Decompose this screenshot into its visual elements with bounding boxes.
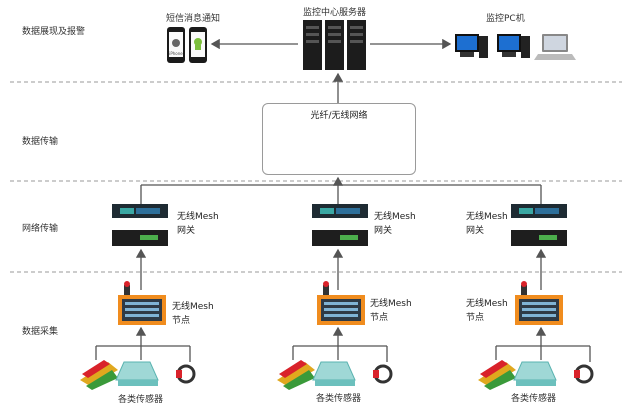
gateway-label-2: 无线Mesh 网关 — [374, 210, 416, 238]
node-label-1: 无线Mesh 节点 — [172, 300, 214, 328]
node-icon-3 — [515, 281, 563, 325]
sms-notification-label: 短信消息通知 — [166, 14, 221, 24]
row-label-display-alarm: 数据展现及报警 — [22, 27, 86, 37]
row-label-data-transmission: 数据传输 — [22, 137, 59, 147]
gateway-label-1-line2: 网关 — [177, 226, 196, 236]
sensor-links-2 — [292, 326, 388, 362]
sensors-label-1: 各类传感器 — [118, 395, 164, 405]
transport-network-box: 光纤/无线网络 — [262, 103, 416, 175]
phones-icon — [167, 27, 207, 63]
node-label-2-line2: 节点 — [370, 313, 389, 323]
gateway-label-1-line1: 无线Mesh — [177, 212, 219, 222]
row-label-network-transmission: 网络传输 — [22, 224, 59, 234]
gateway-label-3-line1: 无线Mesh — [466, 212, 508, 222]
gateway-label-1: 无线Mesh 网关 — [177, 210, 219, 238]
gateway-label-2-line1: 无线Mesh — [374, 212, 416, 222]
gateway-label-3-line2: 网关 — [466, 226, 485, 236]
gateway-icon-1 — [112, 204, 168, 246]
node-label-2-line1: 无线Mesh — [370, 299, 412, 309]
pc-label: 监控PC机 — [486, 14, 525, 24]
transport-network-title: 光纤/无线网络 — [310, 111, 368, 121]
node-label-3-line2: 节点 — [466, 313, 485, 323]
node-icon-2 — [317, 281, 365, 325]
phone-brand-text: iPhone — [169, 51, 183, 56]
sensors-icon-2 — [277, 360, 393, 390]
gateway-label-3: 无线Mesh 网关 — [466, 210, 508, 238]
server-label: 监控中心服务器 — [303, 8, 367, 18]
node-label-3: 无线Mesh 节点 — [466, 297, 508, 325]
node-label-2: 无线Mesh 节点 — [370, 297, 412, 325]
node-label-1-line2: 节点 — [172, 316, 191, 326]
node-label-1-line1: 无线Mesh — [172, 302, 214, 312]
sensors-icon-1 — [80, 360, 196, 390]
gateway-label-2-line2: 网关 — [374, 226, 393, 236]
row-label-data-collection: 数据采集 — [22, 327, 59, 337]
sensors-label-3: 各类传感器 — [511, 394, 557, 404]
node-icon-1 — [118, 281, 166, 325]
node-label-3-line1: 无线Mesh — [466, 299, 508, 309]
server-icon — [303, 20, 366, 70]
sensor-links-1 — [95, 326, 191, 362]
sensor-links-3 — [495, 326, 591, 362]
sensors-icon-3 — [478, 360, 594, 390]
gateway-icon-2 — [312, 204, 368, 246]
pc-monitors-icon — [455, 34, 576, 60]
sensors-label-2: 各类传感器 — [316, 394, 362, 404]
gateway-icon-3 — [511, 204, 567, 246]
